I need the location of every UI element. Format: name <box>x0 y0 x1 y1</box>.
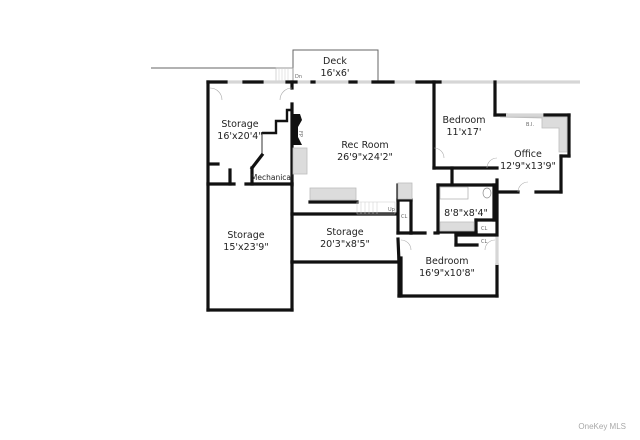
room-name-office: Office <box>514 149 542 160</box>
stairs-down-label: Dn <box>295 74 302 80</box>
room-name-bedroom-1: Bedroom <box>443 115 486 126</box>
vanity <box>439 221 475 232</box>
room-dims-storage-upper: 16'x20'4" <box>217 131 262 142</box>
rec-room-counter <box>309 187 357 201</box>
fireplace-label: FP <box>297 131 303 137</box>
room-dims-deck: 16'x6' <box>321 68 350 79</box>
room-name-deck: Deck <box>323 56 347 67</box>
closet-label-2: CL <box>481 226 487 232</box>
built-in-label: B.I. <box>526 122 534 128</box>
room-name-storage-upper: Storage <box>221 119 258 130</box>
closet-label-1: CL <box>401 214 407 220</box>
deck-stairs <box>275 67 294 82</box>
appliance <box>397 182 413 200</box>
office-built-in <box>499 116 568 153</box>
room-dims-bedroom-2: 16'9"x10'8" <box>419 268 475 279</box>
room-dims-storage-lower: 15'x23'9" <box>223 242 268 253</box>
exterior-walls <box>206 80 580 312</box>
room-dims-rec-room: 26'9"x24'2" <box>337 152 393 163</box>
fireplace <box>292 114 308 175</box>
room-dims-storage-middle: 20'3"x8'5" <box>320 239 370 250</box>
room-dims-office: 12'9"x13'9" <box>500 161 556 172</box>
room-name-storage-lower: Storage <box>227 230 264 241</box>
mechanical-label: Mechanical <box>251 173 293 182</box>
bathtub <box>439 186 469 200</box>
room-dims-bedroom-1: 11'x17' <box>446 127 481 138</box>
room-name-rec-room: Rec Room <box>341 140 388 151</box>
stairs <box>356 201 396 215</box>
room-dims-bathroom: 8'8"x8'4" <box>444 208 488 219</box>
doors <box>209 87 529 251</box>
stairs-up-label: Up <box>388 207 395 213</box>
watermark: OneKey MLS <box>578 422 626 431</box>
closet-label-3: CL <box>481 239 487 245</box>
room-name-bedroom-2: Bedroom <box>426 256 469 267</box>
toilet-icon <box>482 187 492 199</box>
room-name-storage-middle: Storage <box>326 227 363 238</box>
